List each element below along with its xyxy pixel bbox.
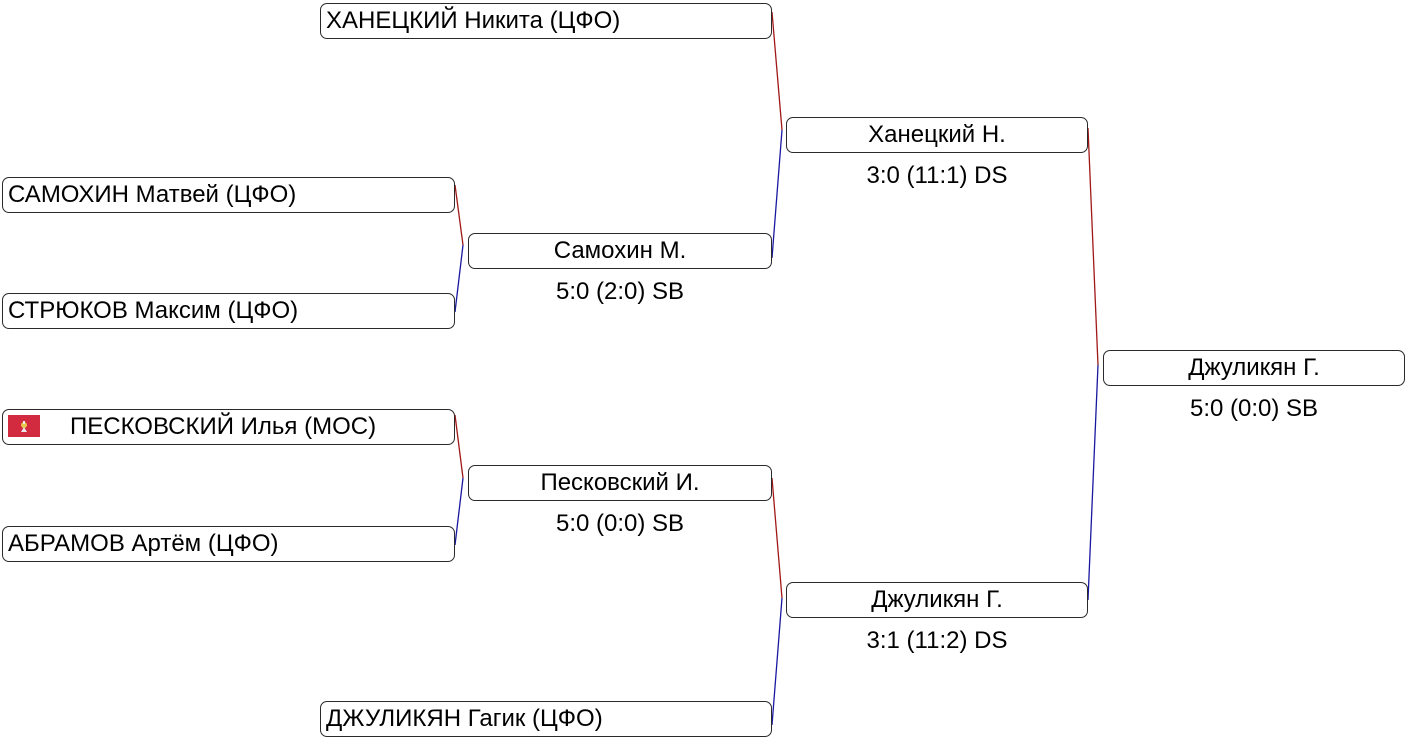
winner-name: Самохин М.: [553, 237, 687, 264]
moscow-flag-icon: [8, 414, 40, 437]
connector-line: [771, 129, 783, 259]
player-box-khanetsky: ХАНЕЦКИЙ Никита (ЦФО): [320, 3, 772, 39]
semifinal-score-top: 3:0 (11:1) DS: [866, 162, 1008, 189]
connector-line: [454, 184, 464, 246]
player-name: ДЖУЛИКЯН Гагик (ЦФО): [326, 705, 603, 732]
winner-name: Ханецкий Н.: [868, 121, 1006, 148]
connector-line: [1087, 127, 1099, 366]
player-name: АБРАМОВ Артём (ЦФО): [8, 530, 279, 557]
player-name: ХАНЕЦКИЙ Никита (ЦФО): [326, 7, 621, 34]
match-winner-peskovsky: Песковский И.: [468, 465, 772, 501]
winner-name: Джуликян Г.: [1188, 354, 1320, 381]
match-winner-samokhin: Самохин М.: [468, 233, 772, 269]
winner-name: Песковский И.: [540, 469, 700, 496]
semifinal-score-bottom: 3:1 (11:2) DS: [866, 627, 1008, 654]
connector-line: [454, 244, 464, 313]
final-winner: Джуликян Г.: [1103, 350, 1405, 386]
player-name: САМОХИН Матвей (ЦФО): [8, 181, 297, 208]
player-box-abramov: АБРАМОВ Артём (ЦФО): [2, 526, 455, 562]
connector-line: [771, 477, 783, 599]
match-score: 5:0 (0:0) SB: [555, 510, 685, 537]
final-score: 5:0 (0:0) SB: [1189, 395, 1319, 422]
connector-line: [771, 11, 783, 131]
connector-line: [771, 597, 783, 726]
connector-line: [454, 414, 464, 479]
match-score: 5:0 (2:0) SB: [555, 278, 685, 305]
player-name: ПЕСКОВСКИЙ Илья (МОС): [70, 413, 377, 440]
player-box-peskovsky: ПЕСКОВСКИЙ Илья (МОС): [2, 409, 455, 445]
player-box-stryukov: СТРЮКОВ Максим (ЦФО): [2, 293, 455, 329]
semifinal-winner-top: Ханецкий Н.: [786, 117, 1088, 153]
semifinal-winner-bottom: Джуликян Г.: [786, 582, 1088, 618]
winner-name: Джуликян Г.: [871, 586, 1003, 613]
player-name: СТРЮКОВ Максим (ЦФО): [8, 297, 299, 324]
player-box-dzhulikyan: ДЖУЛИКЯН Гагик (ЦФО): [320, 701, 772, 737]
connector-line: [454, 477, 464, 546]
connector-line: [1087, 364, 1099, 601]
player-box-samokhin: САМОХИН Матвей (ЦФО): [2, 177, 455, 213]
